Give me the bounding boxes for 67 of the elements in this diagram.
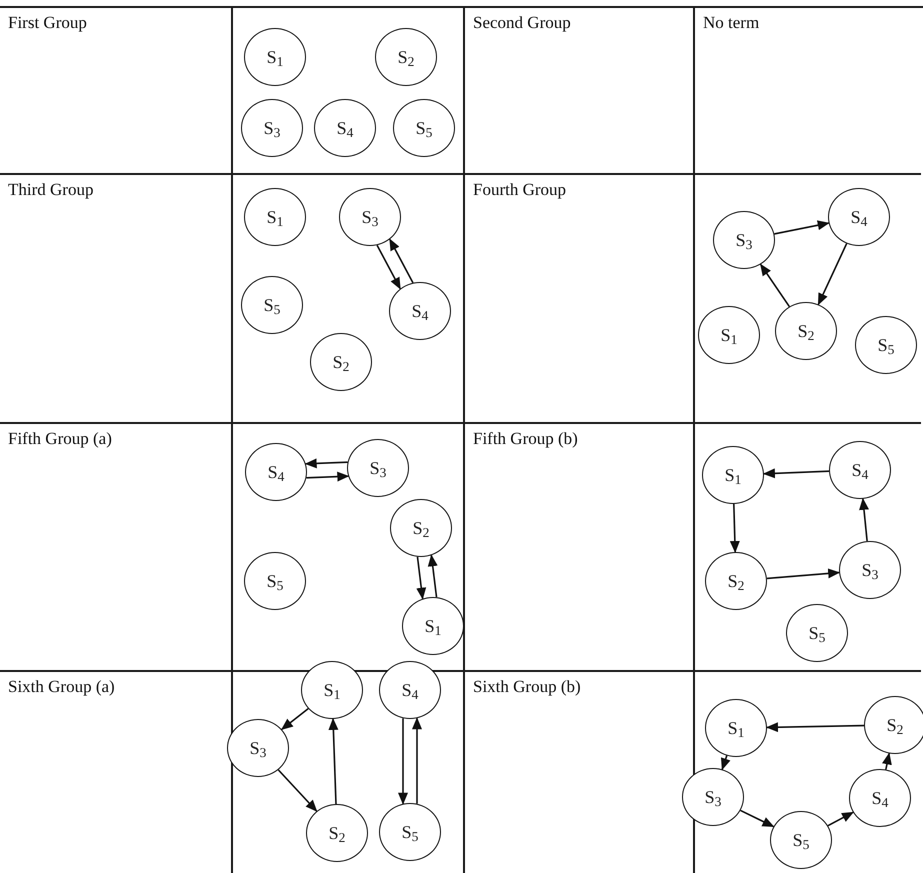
arrow — [818, 243, 848, 306]
state-circle: S$_{1}$ — [301, 661, 363, 719]
state-circle: S$_{3}$ — [682, 768, 744, 826]
state-circle: S$_{2}$ — [864, 696, 923, 754]
state-circle: S$_{2}$ — [775, 302, 837, 360]
arrow — [762, 468, 830, 478]
arrow — [766, 568, 840, 580]
group-name: No term — [703, 13, 760, 32]
group-name: Fifth Group (a) — [8, 429, 112, 448]
arrow — [412, 717, 422, 804]
state-circle: S$_{5}$ — [379, 803, 441, 861]
group-name: Sixth Group (a) — [8, 677, 115, 696]
state-circle: S$_{4}$ — [379, 661, 441, 719]
group-name: Fifth Group (b) — [473, 429, 578, 448]
arrow — [730, 504, 740, 553]
state-circle: S$_{3}$ — [227, 719, 289, 777]
state-circle: S$_{2}$ — [375, 28, 437, 86]
state-circle: S$_{5}$ — [855, 316, 917, 374]
state-circle: S$_{3}$ — [839, 541, 901, 599]
arrow — [428, 554, 438, 598]
state-circle: S$_{3}$ — [713, 211, 775, 269]
state-circle: S$_{1}$ — [244, 28, 306, 86]
arrow — [398, 718, 408, 805]
state-circle: S$_{5}$ — [786, 604, 848, 662]
state-circle: S$_{1}$ — [244, 188, 306, 246]
arrow — [720, 755, 730, 770]
state-circle: S$_{4}$ — [314, 99, 376, 157]
arrow — [280, 708, 309, 730]
group-name: Sixth Group (b) — [473, 677, 581, 696]
state-circle: S$_{4}$ — [245, 443, 307, 501]
state-circle: S$_{2}$ — [705, 552, 767, 610]
arrow — [740, 810, 774, 828]
arrow — [882, 752, 892, 770]
state-circle: S$_{5}$ — [770, 811, 832, 869]
group-name: Second Group — [473, 13, 571, 32]
arrow — [766, 722, 864, 732]
arrow — [859, 498, 869, 542]
arrow — [774, 220, 830, 235]
group-name: Fourth Group — [473, 180, 566, 199]
state-circle: S$_{5}$ — [241, 276, 303, 334]
state-circle: S$_{3}$ — [241, 99, 303, 157]
state-circle: S$_{1}$ — [698, 306, 760, 364]
state-circle: S$_{3}$ — [347, 439, 409, 497]
arrow — [389, 238, 414, 284]
arrow — [304, 458, 348, 468]
state-circle: S$_{4}$ — [829, 441, 891, 499]
state-circle: S$_{2}$ — [310, 333, 372, 391]
state-circle: S$_{2}$ — [306, 804, 368, 862]
state-circle: S$_{4}$ — [828, 188, 890, 246]
arrow — [306, 472, 350, 482]
arrow — [328, 718, 338, 804]
state-circle: S$_{4}$ — [849, 769, 911, 827]
arrow — [376, 244, 401, 290]
group-name: First Group — [8, 13, 87, 32]
group-name: Third Group — [8, 180, 94, 199]
state-circle: S$_{1}$ — [402, 597, 464, 655]
state-circle: S$_{1}$ — [705, 699, 767, 757]
state-circle: S$_{1}$ — [702, 446, 764, 504]
arrow — [760, 264, 790, 307]
state-circle: S$_{5}$ — [244, 552, 306, 610]
state-circle: S$_{2}$ — [390, 499, 452, 557]
state-circle: S$_{3}$ — [339, 188, 401, 246]
arrow — [278, 769, 318, 812]
state-circle: S$_{4}$ — [389, 282, 451, 340]
arrow — [416, 556, 426, 600]
arrow — [828, 812, 854, 826]
state-circle: S$_{5}$ — [393, 99, 455, 157]
